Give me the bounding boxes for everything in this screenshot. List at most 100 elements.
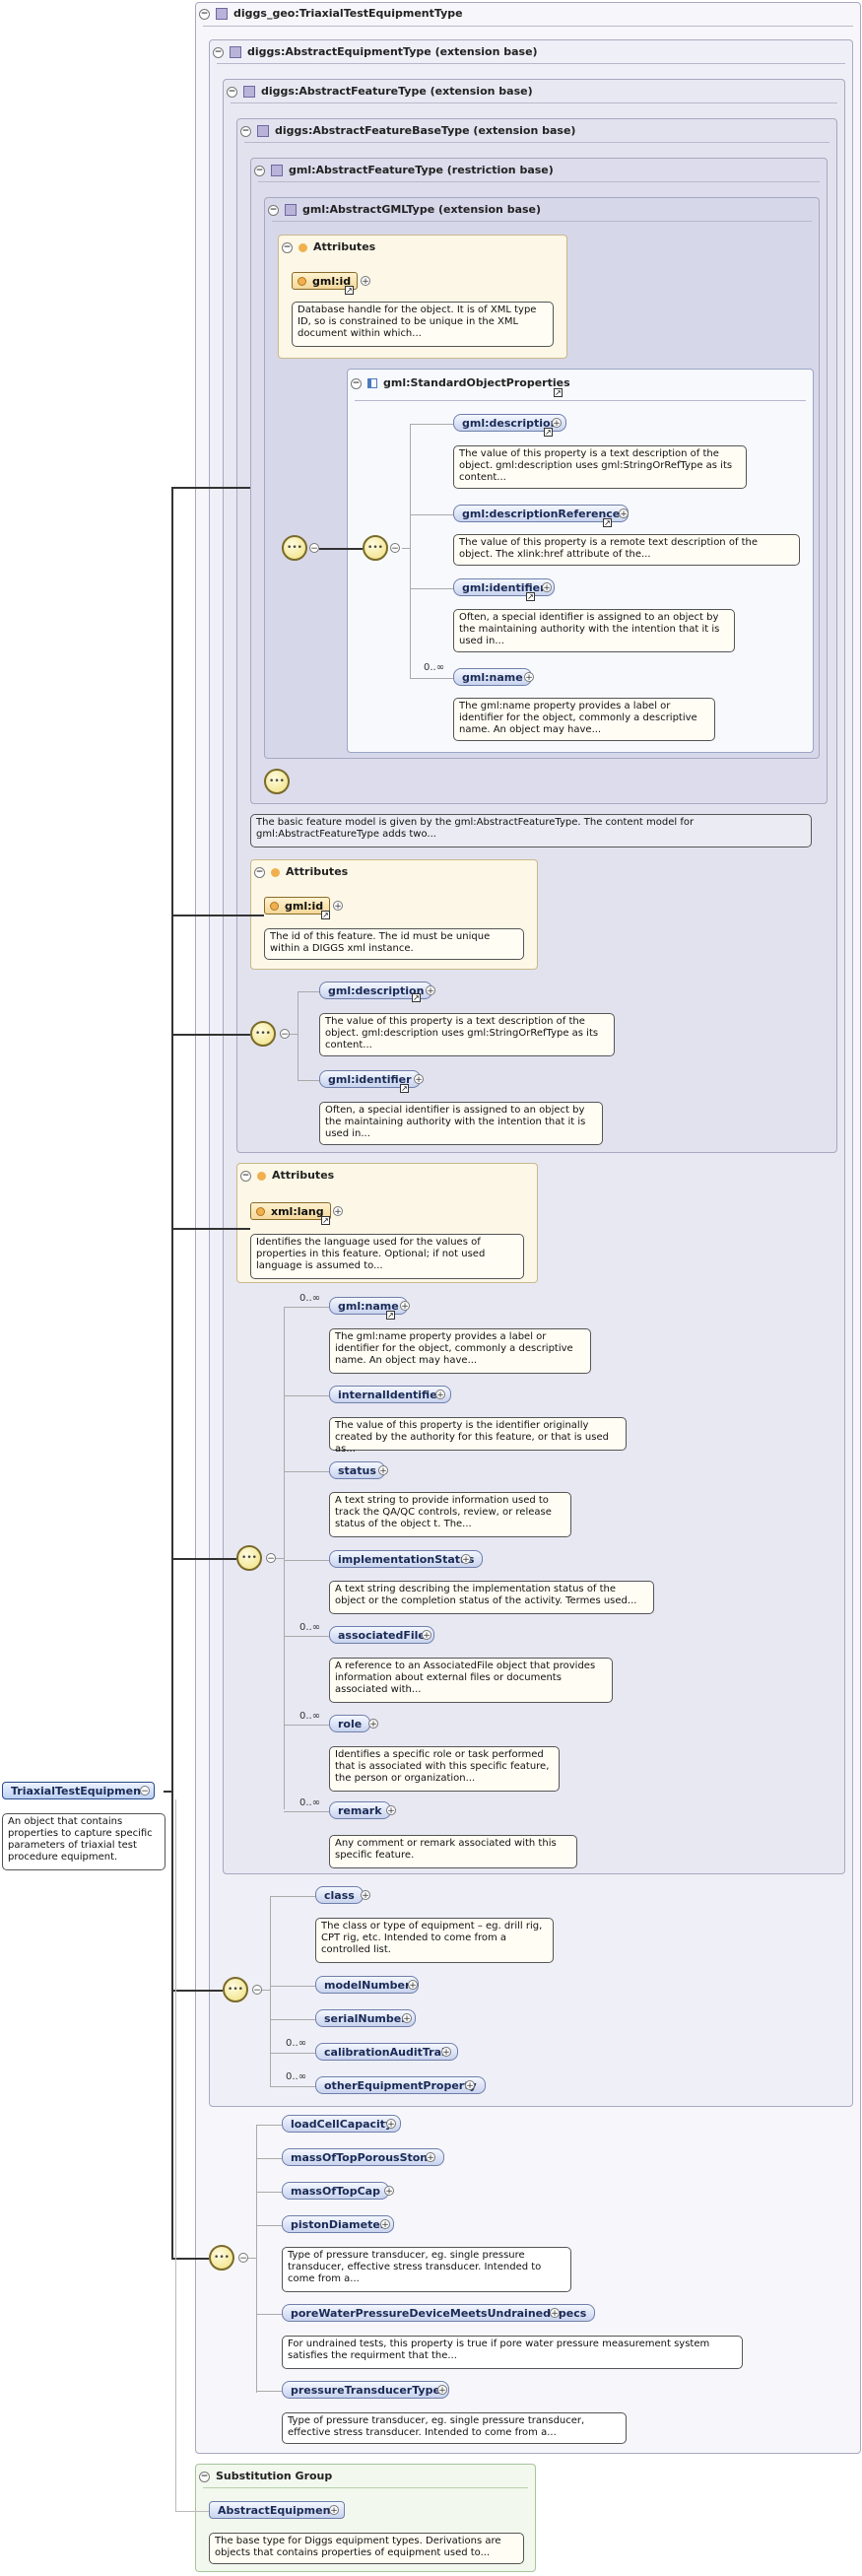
expand-icon[interactable]: + (542, 582, 552, 593)
expand-icon[interactable]: + (400, 1301, 410, 1312)
element-calibration-audit-trail[interactable]: calibrationAuditTrail (315, 2043, 458, 2061)
expand-icon[interactable]: + (380, 2219, 390, 2230)
link-arrow-icon[interactable]: ↗ (544, 428, 553, 437)
collapse-icon[interactable]: − (351, 377, 362, 389)
element-internal-identifier[interactable]: internalIdentifier (329, 1386, 452, 1403)
link-arrow-icon[interactable]: ↗ (400, 1084, 409, 1093)
element-gml-description-reference[interactable]: gml:descriptionReference (453, 505, 630, 522)
collapse-icon[interactable]: − (268, 204, 279, 216)
link-arrow-icon[interactable]: ↗ (321, 1216, 330, 1225)
element-gml-name[interactable]: gml:name (453, 668, 532, 686)
expand-icon[interactable]: + (361, 1890, 370, 1901)
collapse-icon[interactable]: − (309, 543, 319, 554)
collapse-icon[interactable]: − (213, 46, 224, 58)
element-implementation-status[interactable]: implementationStatus (329, 1550, 484, 1568)
element-associated-file[interactable]: associatedFile (329, 1626, 434, 1644)
expand-icon[interactable]: + (619, 508, 629, 519)
link-arrow-icon[interactable]: ↗ (603, 518, 612, 527)
gml-id-attribute[interactable]: gml:id (292, 272, 359, 290)
sequence-icon[interactable]: ••• (236, 1545, 262, 1571)
collapse-icon[interactable]: − (240, 125, 251, 137)
gml-abstract-gml-type-title[interactable]: −gml:AbstractGMLType (extension base) (268, 203, 542, 216)
collapse-icon[interactable]: − (254, 866, 265, 878)
gml-id-attribute[interactable]: gml:id (264, 897, 331, 915)
collapse-icon[interactable]: − (227, 86, 237, 98)
link-arrow-icon[interactable]: ↗ (412, 993, 421, 1002)
expand-icon[interactable]: + (333, 901, 343, 912)
element-gml-identifier[interactable]: gml:identifier (319, 1070, 421, 1088)
expand-icon[interactable]: + (378, 1465, 388, 1476)
gml-abstract-feature-type-title[interactable]: −gml:AbstractFeatureType (restriction ba… (254, 164, 554, 176)
element-remark[interactable]: remark (329, 1801, 391, 1819)
attributes-title[interactable]: −Attributes (240, 1169, 335, 1182)
expand-icon[interactable]: + (422, 1630, 431, 1641)
collapse-icon[interactable]: − (280, 1029, 290, 1040)
link-arrow-icon[interactable]: ↗ (345, 286, 354, 295)
collapse-icon[interactable]: − (199, 2471, 210, 2482)
expand-icon[interactable]: + (386, 1805, 396, 1816)
expand-icon[interactable]: + (384, 2186, 394, 2197)
expand-icon[interactable]: + (550, 2308, 560, 2319)
expand-icon[interactable]: + (329, 2505, 339, 2516)
expand-icon[interactable]: + (524, 672, 534, 683)
sequence-icon[interactable]: ••• (250, 1021, 276, 1047)
collapse-icon[interactable]: − (252, 1985, 262, 1996)
element-model-number[interactable]: modelNumber (315, 1976, 420, 1994)
expand-icon[interactable]: + (333, 1206, 343, 1217)
element-serial-number[interactable]: serialNumber (315, 2009, 416, 2027)
expand-icon[interactable]: + (414, 1074, 424, 1085)
expand-icon[interactable]: + (441, 2047, 451, 2058)
element-role[interactable]: role (329, 1715, 371, 1732)
sequence-icon[interactable]: ••• (282, 535, 307, 561)
standard-object-properties-title[interactable]: −gml:StandardObjectProperties (351, 376, 570, 389)
collapse-icon[interactable]: − (254, 165, 265, 176)
element-class[interactable]: class (315, 1886, 364, 1904)
element-gml-description[interactable]: gml:description (319, 982, 433, 999)
sequence-icon[interactable]: ••• (209, 2245, 234, 2271)
expand-icon[interactable]: + (368, 1719, 378, 1729)
element-gml-identifier[interactable]: gml:identifier (453, 578, 555, 596)
expand-icon[interactable]: + (437, 2385, 447, 2396)
collapse-icon[interactable]: − (390, 543, 400, 554)
element-gml-description[interactable]: gml:description (453, 414, 567, 432)
sequence-icon[interactable]: ••• (223, 1977, 248, 2002)
triaxial-type-title[interactable]: −diggs_geo:TriaxialTestEquipmentType (199, 7, 463, 20)
element-abstract-equipment[interactable]: AbstractEquipment (209, 2501, 345, 2519)
collapse-icon[interactable]: − (282, 241, 293, 253)
element-status[interactable]: status (329, 1461, 385, 1479)
expand-icon[interactable]: + (426, 2152, 435, 2163)
element-mass-of-top-cap[interactable]: massOfTopCap (282, 2182, 389, 2200)
sequence-icon[interactable]: ••• (363, 535, 388, 561)
element-mass-of-top-porous-stone[interactable]: massOfTopPorousStone (282, 2148, 444, 2166)
root-element-triaxial-test-equipment[interactable]: TriaxialTestEquipment (2, 1782, 156, 1799)
attributes-title[interactable]: −Attributes (254, 865, 349, 878)
abstract-feature-type-title[interactable]: −diggs:AbstractFeatureType (extension ba… (227, 85, 533, 98)
expand-icon[interactable]: + (408, 1980, 418, 1991)
expand-icon[interactable]: + (426, 985, 435, 996)
expand-icon[interactable]: + (386, 2119, 396, 2130)
expand-icon[interactable]: + (361, 276, 370, 287)
link-arrow-icon[interactable]: ↗ (554, 388, 563, 397)
expand-icon[interactable]: + (552, 418, 562, 429)
xml-lang-attribute[interactable]: xml:lang (250, 1202, 331, 1220)
link-arrow-icon[interactable]: ↗ (386, 1311, 395, 1320)
element-piston-diameter[interactable]: pistonDiameter (282, 2215, 395, 2233)
abstract-feature-base-type-title[interactable]: −diggs:AbstractFeatureBaseType (extensio… (240, 124, 576, 137)
attributes-title[interactable]: −Attributes (282, 240, 376, 253)
collapse-icon[interactable]: − (238, 2253, 248, 2264)
element-pore-water-pressure-device-meets-undrained-specs[interactable]: poreWaterPressureDeviceMeetsUndrainedSpe… (282, 2304, 596, 2322)
element-gml-name[interactable]: gml:name (329, 1297, 408, 1315)
expand-icon[interactable]: + (465, 2080, 475, 2091)
abstract-equipment-type-title[interactable]: −diggs:AbstractEquipmentType (extension … (213, 45, 538, 58)
link-arrow-icon[interactable]: ↗ (321, 911, 330, 919)
collapse-icon[interactable]: − (140, 1786, 150, 1796)
element-pressure-transducer-type[interactable]: pressureTransducerType (282, 2381, 449, 2399)
expand-icon[interactable]: + (435, 1390, 445, 1400)
element-other-equipment-property[interactable]: otherEquipmentProperty (315, 2076, 486, 2094)
substitution-group-title[interactable]: −Substitution Group (199, 2470, 333, 2482)
collapse-icon[interactable]: − (240, 1170, 251, 1182)
collapse-icon[interactable]: − (266, 1553, 276, 1564)
expand-icon[interactable]: + (402, 2013, 412, 2024)
sequence-icon[interactable]: ••• (264, 769, 290, 794)
link-arrow-icon[interactable]: ↗ (526, 592, 535, 601)
